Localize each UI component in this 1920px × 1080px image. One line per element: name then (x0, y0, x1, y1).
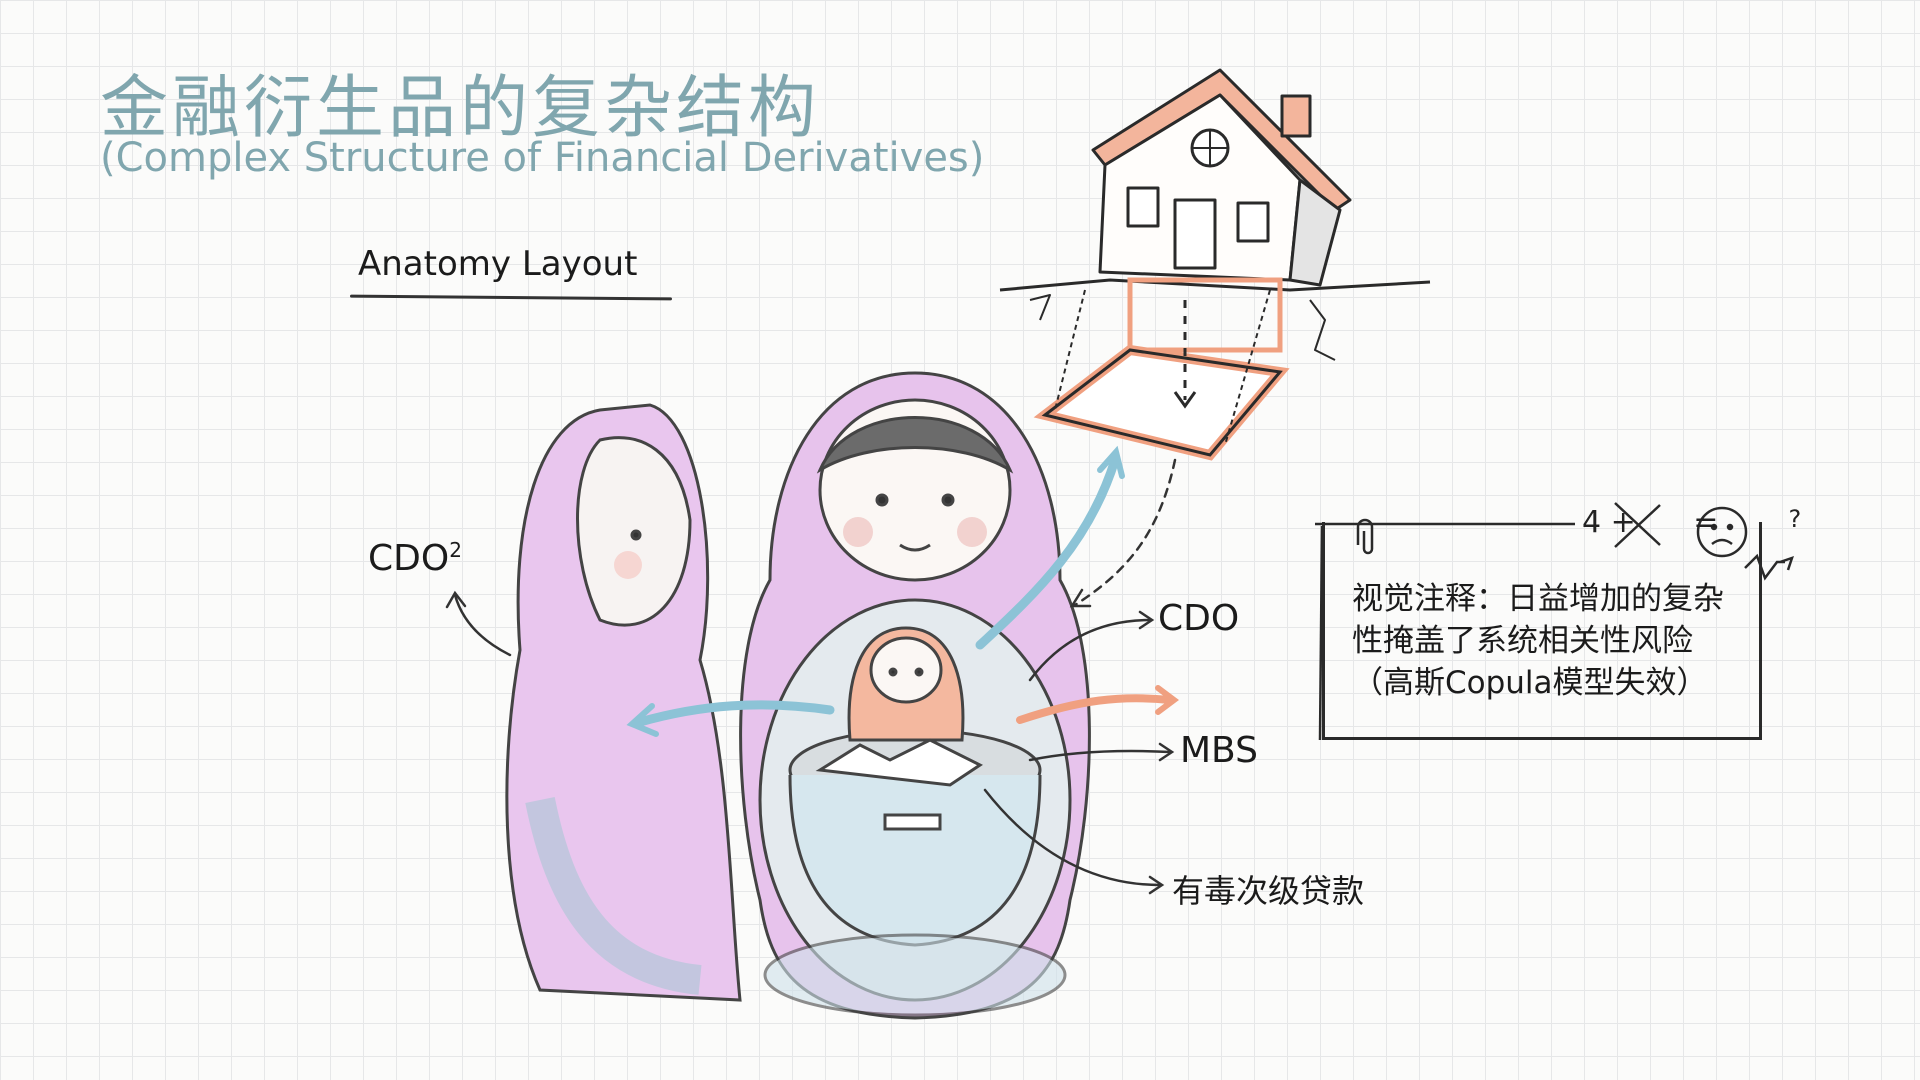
house-illustration (999, 68, 1431, 361)
trapdoor-illustration (1033, 277, 1290, 461)
equation-question: ? (1788, 505, 1802, 533)
page-title: 金融衍生品的复杂结构 (100, 69, 821, 148)
house-window-right (1236, 201, 1270, 243)
note-decorations (1315, 502, 1794, 741)
label-cdo-squared: CDO2 (368, 538, 462, 579)
house-door (1173, 198, 1217, 270)
label-mbs: MBS (1180, 730, 1258, 771)
section-heading: Anatomy Layout (358, 244, 638, 284)
label-cdo-squared-text: CDO (368, 538, 450, 579)
page-subtitle: (Complex Structure of Financial Derivati… (100, 135, 985, 181)
arrow-to-cdo (1028, 618, 1152, 682)
arrows (445, 445, 1179, 895)
crossed-out-mark (1614, 502, 1661, 548)
equation-equals: = (1693, 505, 1719, 540)
doll-inner-mbs (815, 626, 983, 787)
arrow-dashed-to-house (1073, 458, 1177, 607)
squiggle-arrow-icon (1744, 553, 1794, 581)
note-equation: 4 + =? (1582, 505, 1801, 540)
equation-left: 4 + (1582, 505, 1646, 540)
annotation-note-box (1322, 522, 1762, 740)
arrow-to-cdo2 (453, 593, 512, 657)
label-cdo: CDO (1158, 598, 1240, 639)
house-chimney (1280, 94, 1312, 138)
house-window-left (1126, 186, 1160, 228)
arrow-to-toxic-loans (983, 788, 1162, 887)
doll-shell-cdo-squared (505, 403, 742, 1002)
arrow-blue-left (635, 700, 835, 727)
label-toxic-subprime-loans: 有毒次级贷款 (1172, 872, 1365, 910)
label-cdo-squared-exponent: 2 (449, 538, 462, 562)
note-text: 视觉注释：日益增加的复杂性掩盖了系统相关性风险（高斯Copula模型失效） (1352, 581, 1724, 701)
house-side-wall (1288, 178, 1342, 287)
arrow-blue-up (975, 455, 1120, 650)
arrow-orange-right (1016, 694, 1174, 724)
loan-documents (815, 738, 983, 787)
sad-face-icon (1696, 506, 1748, 558)
paperclip-icon (1356, 518, 1374, 555)
arrow-to-mbs (1028, 749, 1172, 762)
